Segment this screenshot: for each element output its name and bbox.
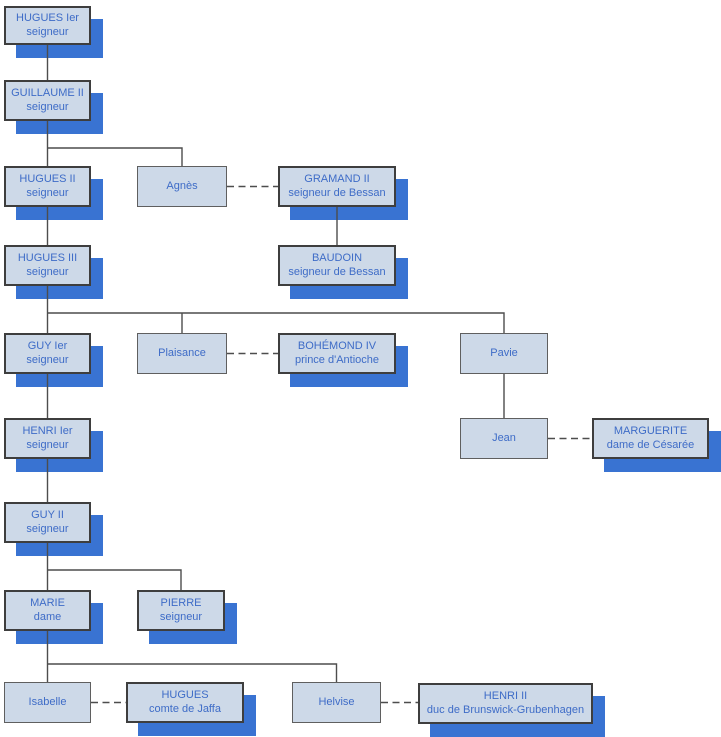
person-node-agnes[interactable]: Agnès xyxy=(137,166,227,207)
person-name: GUY Ier xyxy=(27,340,68,352)
person-node-guillaume-ii[interactable]: GUILLAUME II seigneur xyxy=(4,80,91,121)
person-name: MARGUERITE xyxy=(613,425,688,437)
person-name: GRAMAND II xyxy=(304,173,370,185)
descent-connectors xyxy=(46,45,505,682)
person-name: HENRI II xyxy=(483,690,528,702)
person-node-guy-ii[interactable]: GUY II seigneur xyxy=(4,502,91,543)
person-node-hugues-ii[interactable]: HUGUES II seigneur xyxy=(4,166,91,207)
person-node-hugues-jaffa[interactable]: HUGUES comte de Jaffa xyxy=(126,682,244,723)
person-name: GUY II xyxy=(31,509,64,521)
person-title: duc de Brunswick-Grubenhagen xyxy=(426,703,585,716)
person-title: prince d'Antioche xyxy=(294,353,380,366)
person-title: seigneur de Bessan xyxy=(288,186,386,199)
person-node-marie[interactable]: MARIE dame xyxy=(4,590,91,631)
person-name: HUGUES xyxy=(161,689,209,701)
person-node-marguerite[interactable]: MARGUERITE dame de Césarée xyxy=(592,418,709,459)
person-name: Isabelle xyxy=(28,695,67,708)
person-title: dame de Césarée xyxy=(606,438,695,451)
person-name: MARIE xyxy=(30,597,65,609)
person-title: seigneur xyxy=(26,25,69,38)
person-node-baudoin[interactable]: BAUDOIN seigneur de Bessan xyxy=(278,245,396,286)
person-node-hugues-iii[interactable]: HUGUES III seigneur xyxy=(4,245,91,286)
person-node-jean[interactable]: Jean xyxy=(460,418,548,459)
person-title: dame xyxy=(33,610,62,623)
person-name: BAUDOIN xyxy=(311,252,363,264)
person-node-helvise[interactable]: Helvise xyxy=(292,682,381,723)
person-name: HUGUES II xyxy=(19,173,76,185)
person-node-henri-ii[interactable]: HENRI II duc de Brunswick-Grubenhagen xyxy=(418,683,593,724)
person-node-bohemond-iv[interactable]: BOHÉMOND IV prince d'Antioche xyxy=(278,333,396,374)
person-title: seigneur xyxy=(159,610,203,623)
person-title: seigneur xyxy=(26,100,69,113)
person-name: Agnès xyxy=(166,179,198,192)
person-name: Helvise xyxy=(318,695,355,708)
person-node-isabelle[interactable]: Isabelle xyxy=(4,682,91,723)
person-name: Jean xyxy=(492,431,516,444)
marriage-connectors xyxy=(91,185,592,704)
person-node-henri-ier[interactable]: HENRI Ier seigneur xyxy=(4,418,91,459)
person-node-pierre[interactable]: PIERRE seigneur xyxy=(137,590,225,631)
person-name: HENRI Ier xyxy=(22,425,73,437)
person-name: Plaisance xyxy=(158,346,206,359)
person-name: BOHÉMOND IV xyxy=(297,340,377,352)
person-node-pavie[interactable]: Pavie xyxy=(460,333,548,374)
person-name: PIERRE xyxy=(160,597,202,609)
person-node-guy-ier[interactable]: GUY Ier seigneur xyxy=(4,333,91,374)
person-title: seigneur xyxy=(26,186,69,199)
person-node-plaisance[interactable]: Plaisance xyxy=(137,333,227,374)
person-title: seigneur xyxy=(26,265,69,278)
person-title: seigneur de Bessan xyxy=(288,265,386,278)
person-node-gramand-ii[interactable]: GRAMAND II seigneur de Bessan xyxy=(278,166,396,207)
person-title: seigneur xyxy=(26,353,69,366)
person-title: seigneur xyxy=(26,438,69,451)
person-name: Pavie xyxy=(490,346,518,359)
person-node-hugues-ier[interactable]: HUGUES Ier seigneur xyxy=(4,6,91,45)
person-name: HUGUES Ier xyxy=(16,12,79,24)
person-name: HUGUES III xyxy=(17,252,78,264)
person-title: comte de Jaffa xyxy=(149,702,221,715)
person-title: seigneur xyxy=(26,522,69,535)
person-name: GUILLAUME II xyxy=(11,87,84,99)
